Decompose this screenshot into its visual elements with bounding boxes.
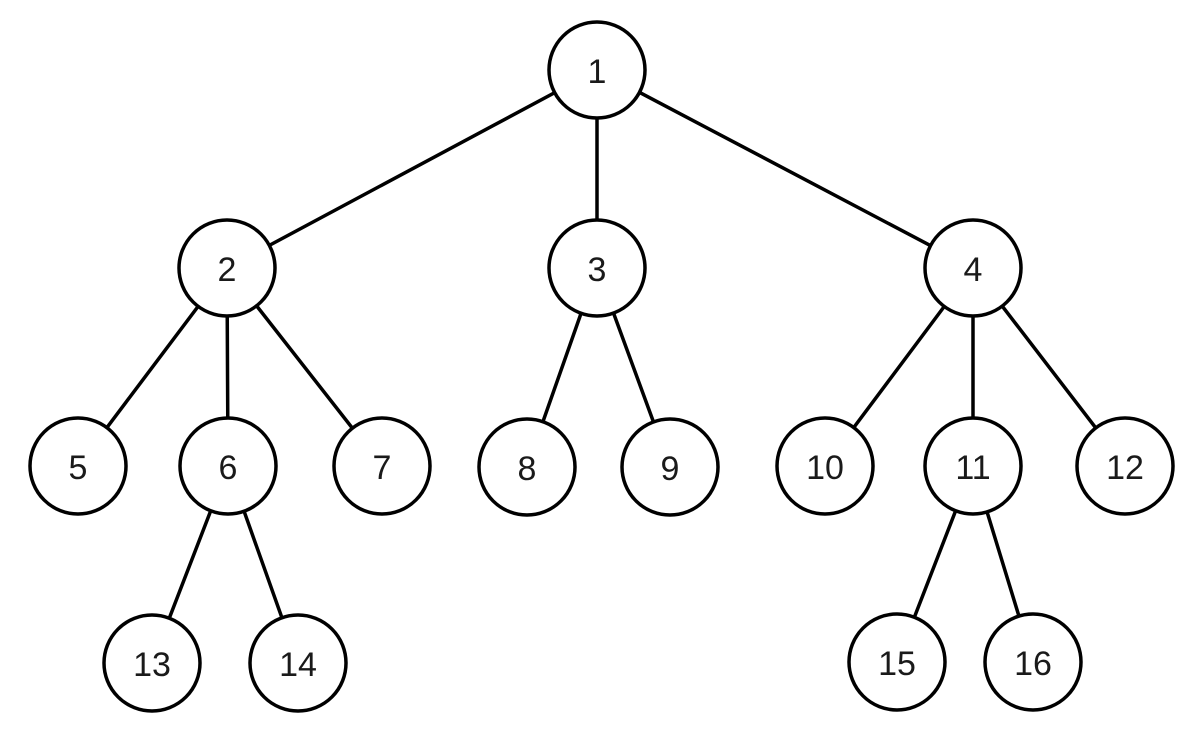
tree-node-circle-10 [775, 416, 875, 516]
tree-node-8: 8 [477, 417, 577, 517]
tree-node-circle-5 [28, 416, 128, 516]
tree-node-circle-7 [332, 416, 432, 516]
tree-node-14: 14 [248, 613, 348, 713]
tree-node-10: 10 [775, 416, 875, 516]
tree-node-label-12: 12 [1106, 449, 1144, 487]
tree-node-label-3: 3 [588, 251, 607, 289]
tree-node-label-6: 6 [219, 449, 238, 487]
tree-node-label-9: 9 [661, 450, 680, 488]
tree-node-circle-14 [248, 613, 348, 713]
tree-node-9: 9 [620, 417, 720, 517]
tree-node-label-1: 1 [588, 53, 607, 91]
tree-node-12: 12 [1075, 416, 1175, 516]
tree-edges-layer [76, 68, 1127, 665]
tree-node-label-10: 10 [806, 449, 844, 487]
tree-edge-1-4 [595, 68, 975, 270]
tree-node-1: 1 [547, 20, 647, 120]
tree-edge-1-2 [225, 68, 599, 270]
tree-node-circle-15 [847, 612, 947, 712]
tree-node-11: 11 [923, 416, 1023, 516]
tree-node-16: 16 [983, 612, 1083, 712]
tree-node-15: 15 [847, 612, 947, 712]
tree-node-label-8: 8 [518, 450, 537, 488]
tree-node-circle-2 [177, 218, 277, 318]
tree-node-circle-13 [102, 613, 202, 713]
tree-node-circle-11 [923, 416, 1023, 516]
tree-node-label-15: 15 [878, 645, 916, 683]
tree-node-7: 7 [332, 416, 432, 516]
tree-node-circle-16 [983, 612, 1083, 712]
tree-node-label-2: 2 [218, 251, 237, 289]
tree-node-2: 2 [177, 218, 277, 318]
tree-node-circle-6 [178, 416, 278, 516]
tree-node-circle-3 [547, 218, 647, 318]
tree-node-circle-4 [923, 218, 1023, 318]
tree-node-label-11: 11 [955, 449, 990, 487]
tree-node-3: 3 [547, 218, 647, 318]
tree-node-5: 5 [28, 416, 128, 516]
tree-node-4: 4 [923, 218, 1023, 318]
tree-node-label-14: 14 [279, 646, 317, 684]
tree-node-circle-8 [477, 417, 577, 517]
tree-node-circle-12 [1075, 416, 1175, 516]
tree-node-circle-1 [547, 20, 647, 120]
tree-node-6: 6 [178, 416, 278, 516]
tree-node-label-5: 5 [69, 449, 88, 487]
tree-node-13: 13 [102, 613, 202, 713]
tree-node-circle-9 [620, 417, 720, 517]
tree-node-label-7: 7 [373, 449, 392, 487]
tree-node-label-13: 13 [133, 646, 171, 684]
tree-node-label-4: 4 [964, 251, 983, 289]
tree-node-label-16: 16 [1014, 645, 1052, 683]
